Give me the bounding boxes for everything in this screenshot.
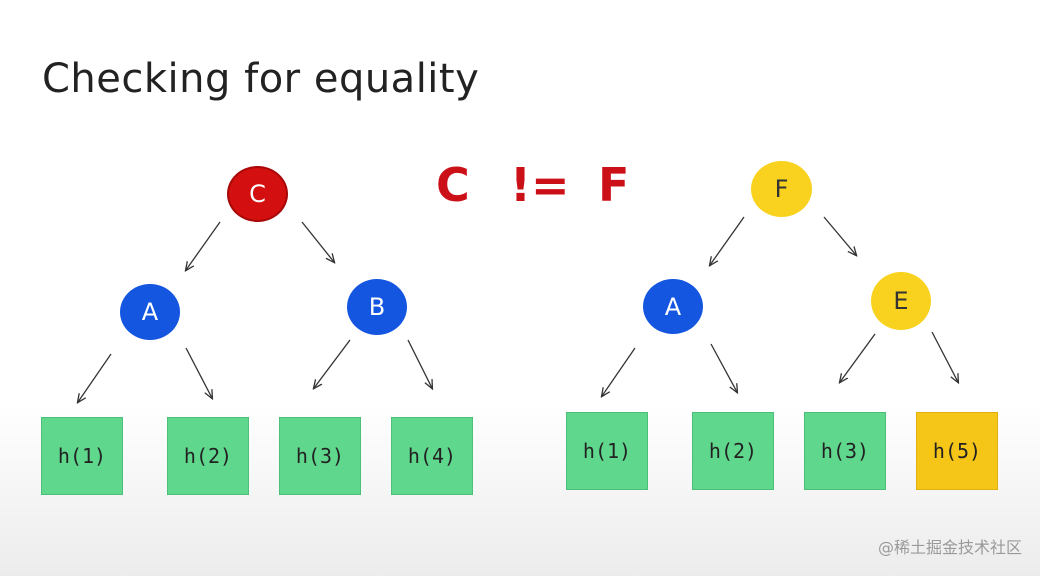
leaf-label: h(3): [295, 444, 345, 468]
edge-left-C-A: [186, 221, 221, 270]
node-label: E: [893, 287, 909, 315]
left-node-a: A: [120, 284, 180, 340]
edge-left-B-h3: [314, 339, 351, 388]
left-node-b: B: [347, 279, 407, 335]
node-label: A: [664, 292, 682, 321]
node-label: B: [368, 293, 386, 321]
leaf-label: h(4): [407, 444, 457, 468]
right-leaf-h3: h(3): [804, 412, 886, 490]
leaf-label: h(5): [932, 439, 982, 463]
left-leaf-h3: h(3): [279, 417, 361, 495]
comparison-operator: !=: [510, 158, 570, 212]
node-label: C: [249, 180, 266, 208]
right-leaf-h2: h(2): [692, 412, 774, 490]
leaf-label: h(1): [582, 439, 632, 463]
comparison-right: F: [598, 158, 630, 212]
edge-right-E-h3: [840, 333, 876, 382]
right-leaf-h1: h(1): [566, 412, 648, 490]
right-root-node: F: [751, 161, 812, 217]
edge-right-A-h1: [602, 347, 636, 396]
leaf-label: h(2): [708, 439, 758, 463]
node-label: A: [141, 298, 159, 326]
comparison-left: C: [436, 158, 470, 212]
left-root-node: C: [227, 166, 288, 222]
right-node-a: A: [643, 279, 703, 334]
leaf-label: h(3): [820, 439, 870, 463]
watermark: @稀土掘金技术社区: [877, 538, 1022, 557]
node-label: F: [774, 175, 789, 203]
right-leaf-h5: h(5): [916, 412, 998, 490]
edge-right-F-A: [710, 216, 745, 265]
leaf-label: h(1): [57, 444, 107, 468]
edge-left-A-h2: [185, 347, 212, 398]
page-title: Checking for equality: [42, 56, 480, 102]
left-leaf-h4: h(4): [391, 417, 473, 495]
edge-right-F-E: [823, 216, 856, 255]
leaf-label: h(2): [183, 444, 233, 468]
edge-right-A-h2: [710, 343, 737, 392]
left-leaf-h2: h(2): [167, 417, 249, 495]
right-node-e: E: [871, 272, 931, 330]
edge-left-C-B: [301, 221, 334, 262]
edge-left-A-h1: [78, 353, 112, 402]
edge-right-E-h5: [931, 331, 958, 382]
edge-left-B-h4: [407, 339, 432, 388]
left-leaf-h1: h(1): [41, 417, 123, 495]
